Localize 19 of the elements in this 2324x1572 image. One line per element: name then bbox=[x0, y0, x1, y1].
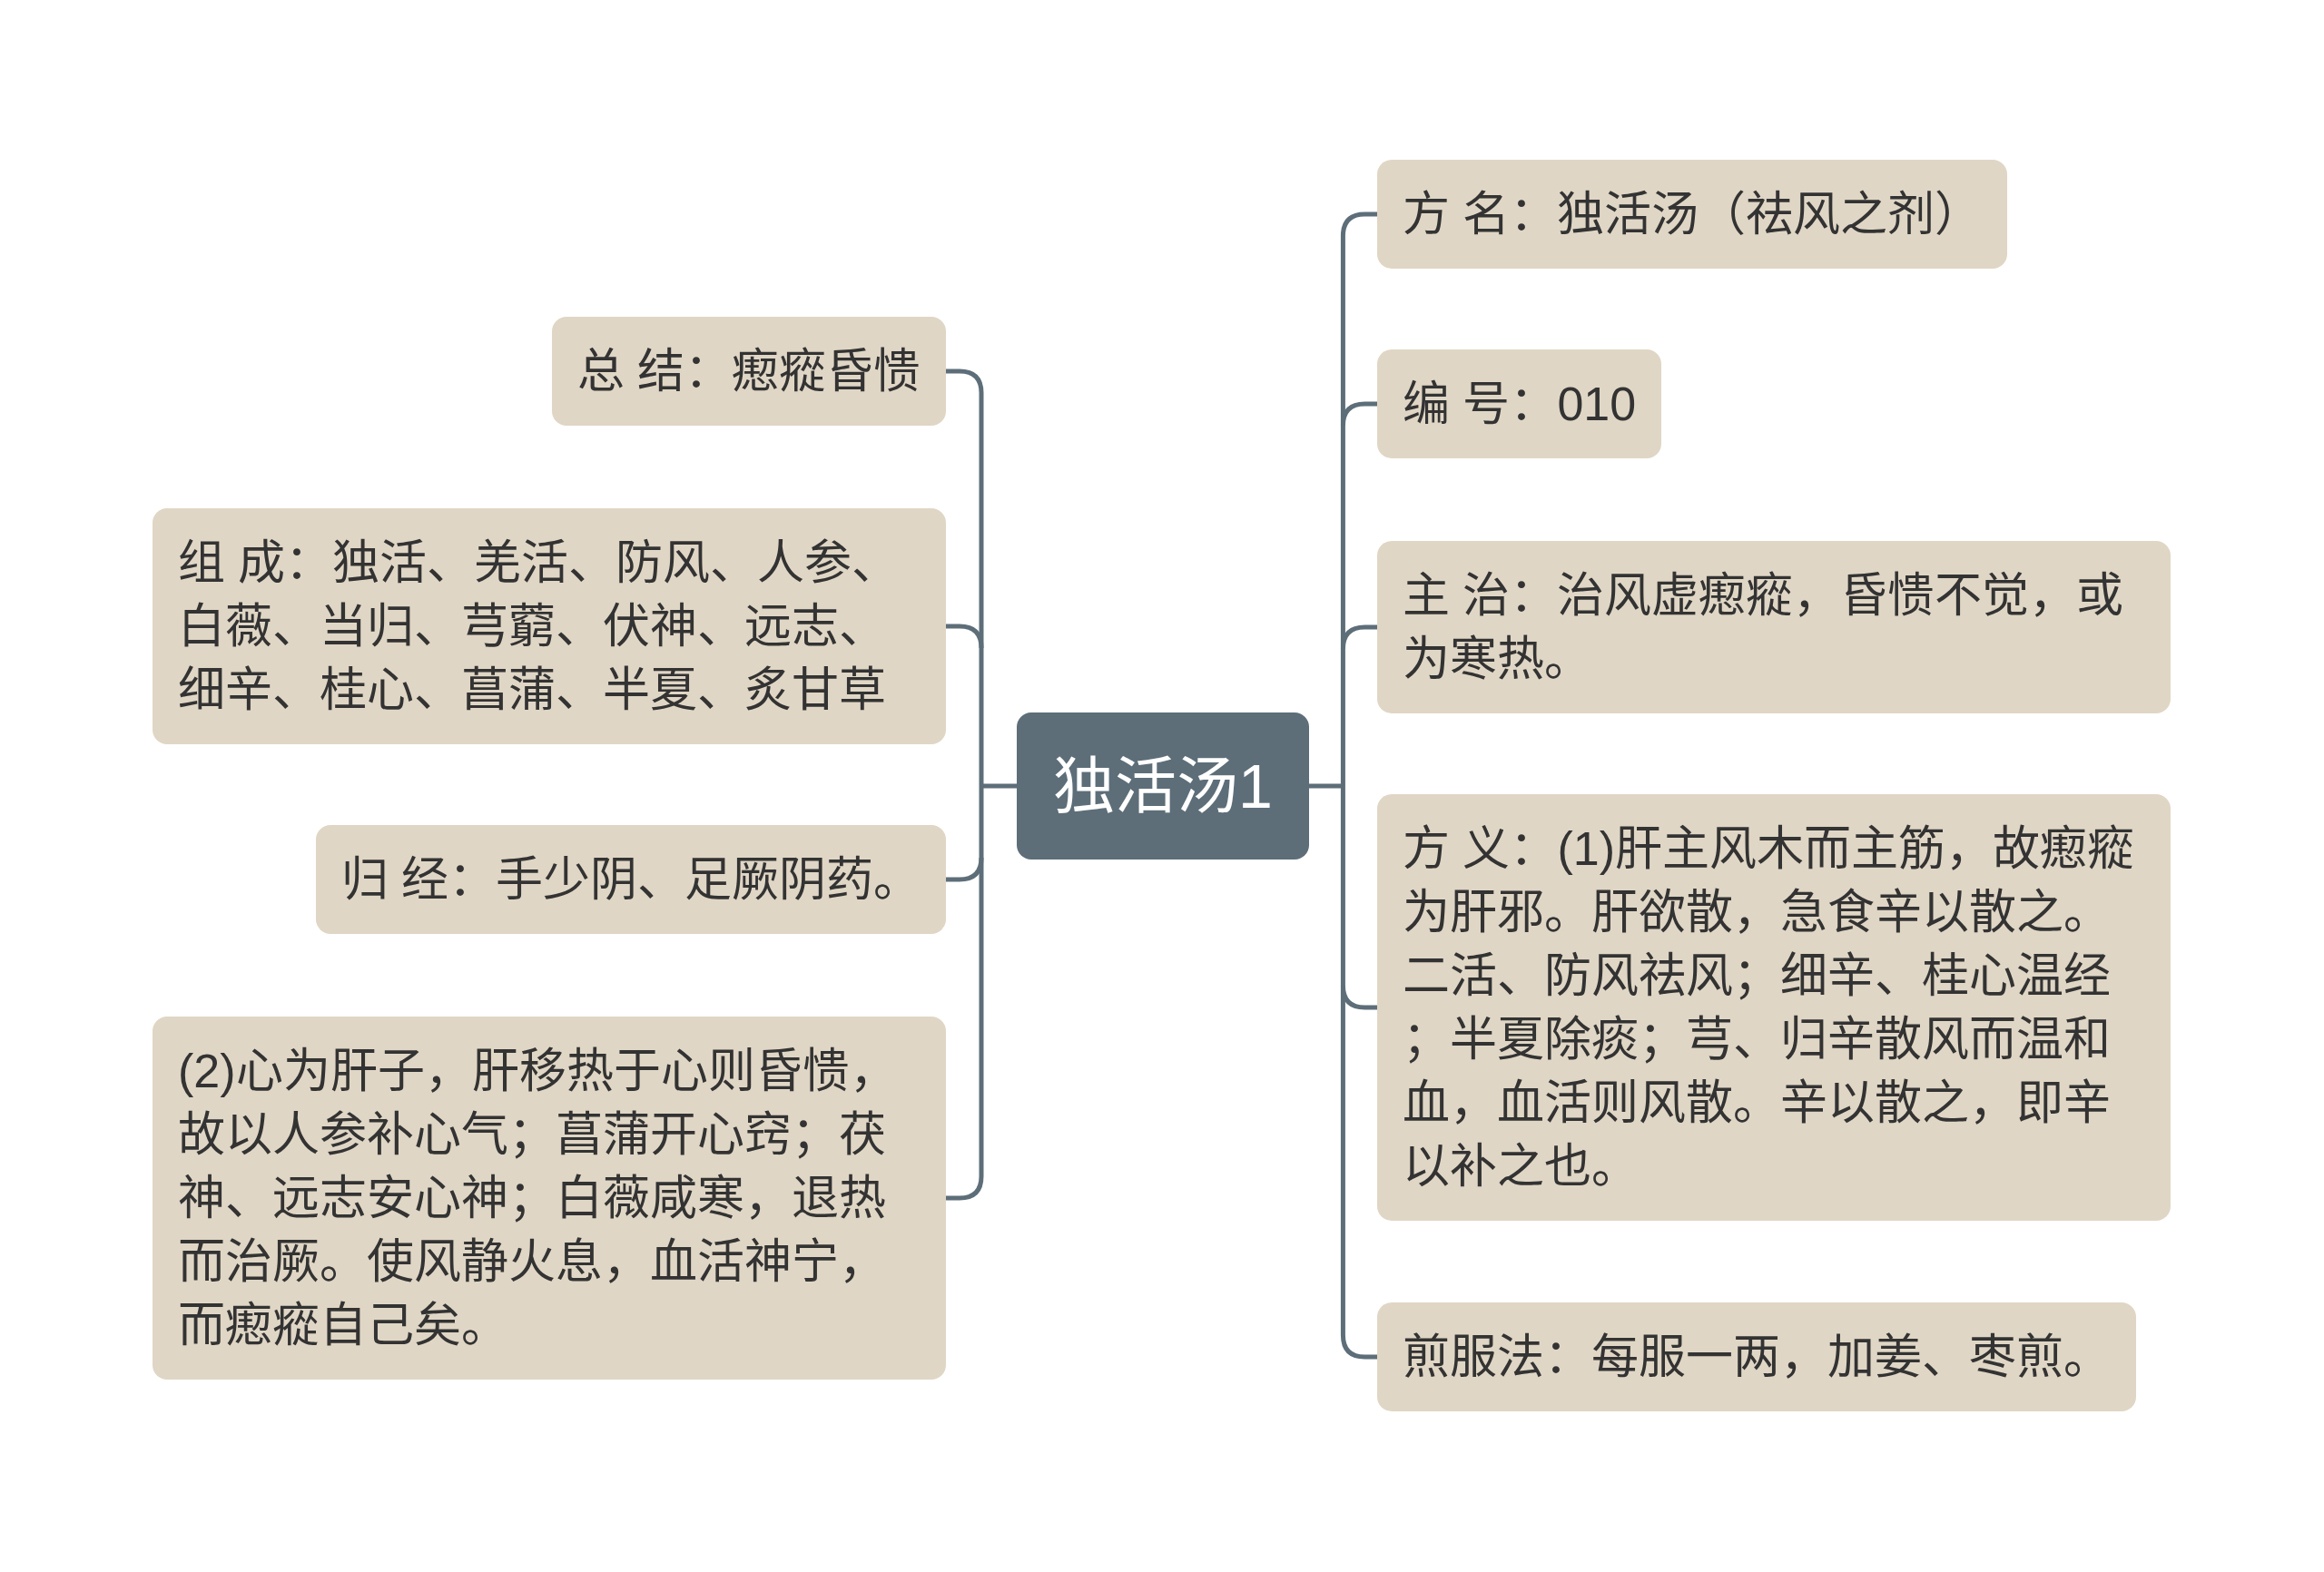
topic-card: 组 成：独活、羌活、防风、人参、白薇、当归、芎藭、伏神、远志、细辛、桂心、菖蒲、半夏、炙甘草 bbox=[153, 508, 946, 744]
connector-line bbox=[1340, 211, 1377, 237]
topic-card: (2)心为肝子，肝移热于心则昏愦，故以人参补心气；菖蒲开心窍；茯神、远志安心神；白薇咸寒，退热而治厥。使风静火息，血活神宁，而瘛瘲自己矣。 bbox=[153, 1017, 946, 1380]
connector-line bbox=[1340, 624, 1377, 650]
topic-card: 编 号：010 bbox=[1377, 349, 1662, 458]
connector-line bbox=[946, 368, 984, 394]
connector-line bbox=[946, 624, 984, 649]
connector-line bbox=[946, 1175, 984, 1201]
topic-card: 方 名：独活汤（祛风之剂） bbox=[1377, 160, 2008, 269]
central-topic: 独活汤1 bbox=[1017, 712, 1309, 860]
topic-card: 总 结：瘛瘲昏愦 bbox=[551, 317, 946, 426]
connector-line bbox=[1340, 1334, 1377, 1360]
topic-card: 方 义：(1)肝主风木而主筋，故瘛瘲为肝邪。肝欲散，急食辛以散之。二活、防风祛风；细辛、桂心温经；半夏除痰；芎、归辛散风而温和血，血活则风散。辛以散之，即辛以补之也。 bbox=[1377, 794, 2171, 1221]
topic-card: 归 经：手少阴、足厥阴药。 bbox=[315, 825, 946, 934]
topic-card: 主 治：治风虚瘛瘲，昏愦不觉，或为寒热。 bbox=[1377, 541, 2171, 713]
connector-line bbox=[946, 857, 984, 882]
connector-line bbox=[1340, 401, 1377, 427]
topic-card: 煎服法：每服一两，加姜、枣煎。 bbox=[1377, 1302, 2136, 1411]
connector-line bbox=[1340, 985, 1377, 1010]
